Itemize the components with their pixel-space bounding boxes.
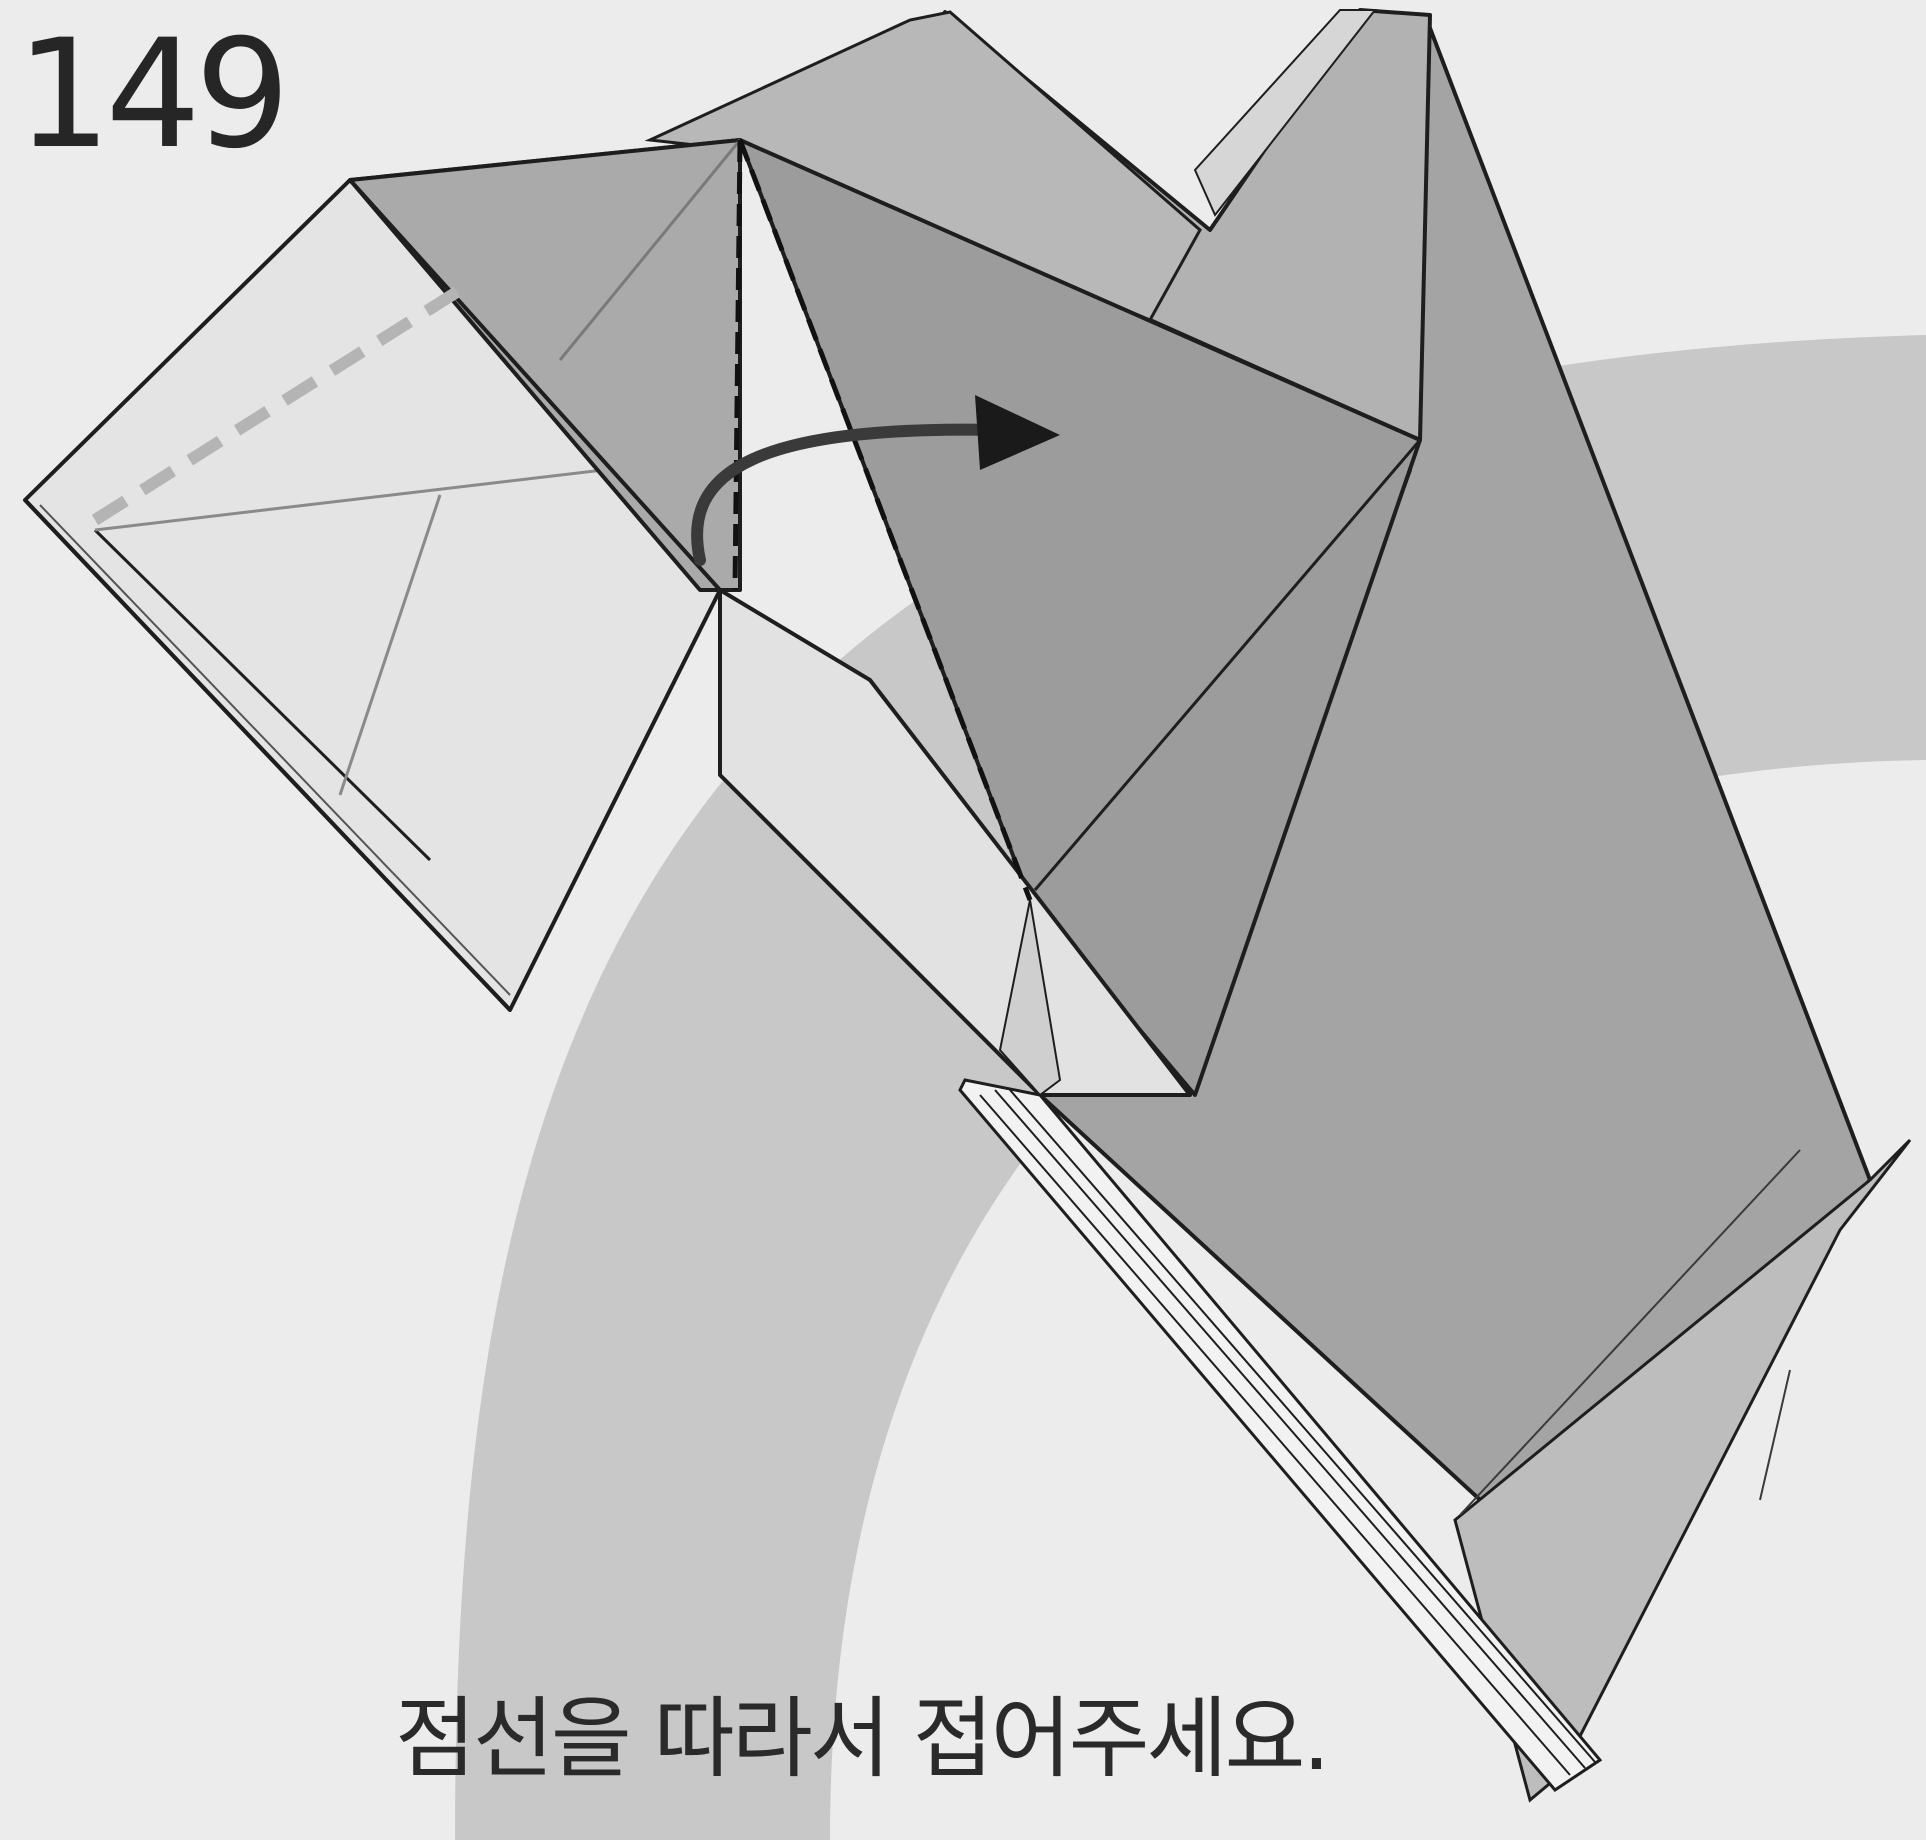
step-number: 149 [16,20,284,170]
instruction-text: 점선을 따라서 접어주세요. [395,1695,1327,1783]
pocket-crease [1760,1370,1790,1500]
